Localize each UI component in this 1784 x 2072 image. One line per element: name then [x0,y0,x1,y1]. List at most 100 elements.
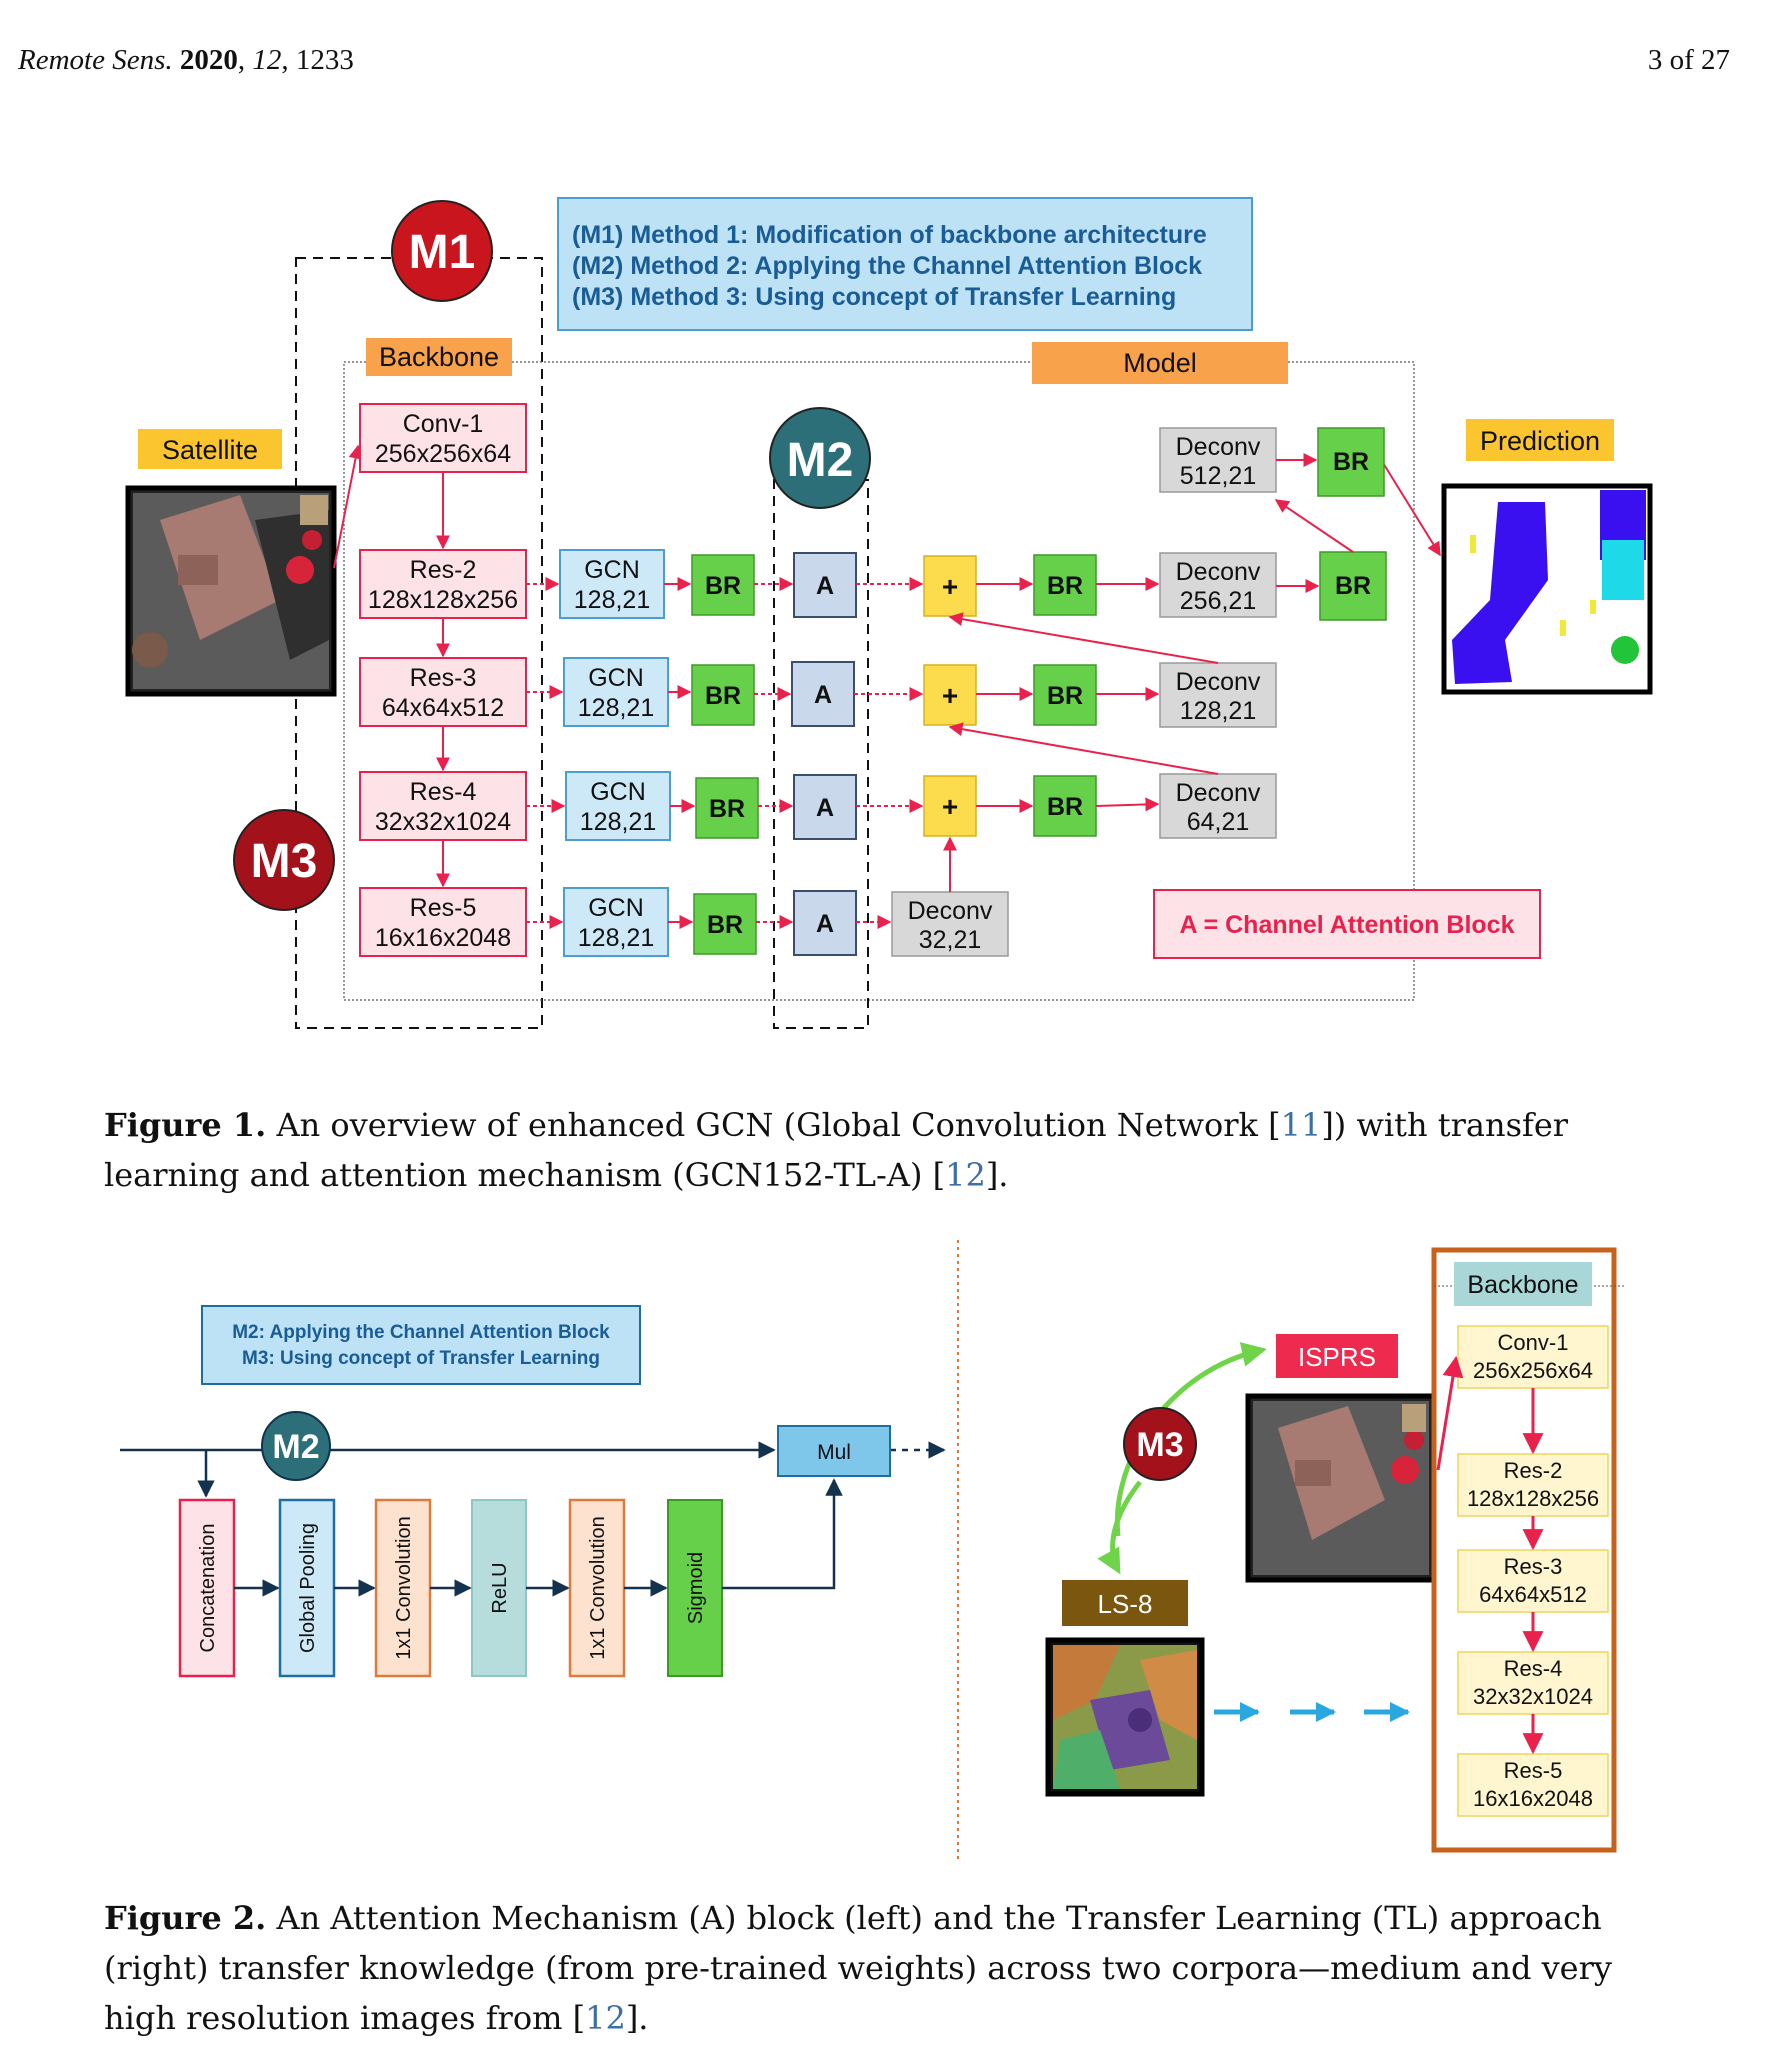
gcn-block-1: GCN 128,21 [559,549,665,619]
prediction-label-box [1466,419,1614,461]
step-relu-label: ReLU [489,1562,511,1613]
figure1-caption-ref-11[interactable]: 11 [1280,1106,1322,1144]
ls8-image [1045,1637,1205,1797]
figure2-m3-badge [1123,1407,1197,1481]
deconv-block-32-dims: 32,21 [919,926,982,954]
step-conv-2: 1x1 Convolution [568,1498,626,1678]
deconv-block-128-name: Deconv [1176,668,1261,696]
running-header-citation: Remote Sens. 2020, 12, 1233 [18,44,354,76]
backbone-block-conv1: Conv-1 256x256x64 [359,403,527,473]
backbone-block-res2: Res-2 128x128x256 [359,549,527,619]
figure1-caption-text-c: ]. [985,1156,1009,1194]
legend-m2: (M2) Method 2: Applying the Channel Atte… [572,252,1202,280]
gcn-block-4-name: GCN [588,894,644,922]
m3-badge [233,809,335,911]
backbone-block-res4-dims: 32x32x1024 [375,808,511,836]
figure2-backbone-res3-name: Res-3 [1504,1554,1563,1579]
gcn-block-3-dims: 128,21 [580,808,656,836]
backbone-block-res5-dims: 16x16x2048 [375,924,511,952]
br-block-sum2-label: BR [1047,682,1083,710]
m2-label: M2 [787,434,854,487]
isprs-image [1245,1393,1437,1583]
br-block-row4-label: BR [707,911,743,939]
figure2-m2-label: M2 [272,1428,319,1466]
model-region [343,361,1415,1001]
backbone-block-res5: Res-5 16x16x2048 [359,887,527,957]
sum-block-row1: + [923,555,977,617]
attention-block-row1: A [793,552,857,618]
figure2-caption-text-b: ]. [625,1999,649,2037]
gcn-block-1-name: GCN [584,556,640,584]
figure1-caption: Figure 1. An overview of enhanced GCN (G… [104,1100,1684,1200]
figure2-caption: Figure 2. An Attention Mechanism (A) blo… [104,1893,1684,2043]
br-block-row3-label: BR [709,795,745,823]
figure1-caption-ref-12[interactable]: 12 [945,1156,986,1194]
model-label: Model [1123,348,1197,378]
br-block-sum1-label: BR [1047,572,1083,600]
gcn-block-4-dims: 128,21 [578,924,654,952]
figure-1: (M1) Method 1: Modification of backbone … [125,197,1653,1029]
figure2-caption-ref-12[interactable]: 12 [585,1999,626,2037]
br-block-row2-label: BR [705,682,741,710]
step-concatenation-label: Concatenation [197,1524,219,1653]
sum-block-row2: + [923,664,977,726]
figure2-caption-label: Figure 2. [104,1899,267,1937]
prediction-label: Prediction [1480,426,1600,456]
step-concatenation: Concatenation [178,1498,236,1678]
figure2-backbone-res4-name: Res-4 [1504,1656,1563,1681]
br-block-row1-label: BR [705,572,741,600]
figure2-caption-text-a: An Attention Mechanism (A) block (left) … [104,1899,1612,2037]
m2-dashed-region [773,479,869,1029]
step-conv-1-label: 1x1 Convolution [393,1516,415,1659]
ls8-label-box [1062,1580,1188,1626]
figure2-backbone-label: Backbone [1467,1271,1578,1299]
sum-block-row1-label: + [942,571,958,602]
gcn-block-4: GCN 128,21 [563,887,669,957]
figure2-backbone-res2: Res-2 128x128x256 [1457,1453,1609,1517]
channel-attention-note: A = Channel Attention Block [1180,911,1515,939]
sum-block-row2-label: + [942,680,958,711]
deconv-block-512-name: Deconv [1176,433,1261,461]
gcn-block-2: GCN 128,21 [563,657,669,727]
deconv-block-512-dims: 512,21 [1180,462,1256,490]
attention-block-row3: A [793,774,857,840]
deconv-block-256-dims: 256,21 [1180,587,1256,615]
gcn-block-1-dims: 128,21 [574,586,650,614]
br-block-row2: BR [691,664,755,726]
br-block-sum2: BR [1033,664,1097,726]
figure2-backbone-res4-dims: 32x32x1024 [1473,1684,1593,1709]
step-global-pooling-label: Global Pooling [297,1523,319,1653]
figure2-legend-m2: M2: Applying the Channel Attention Block [232,1322,610,1343]
figure1-caption-text-b: ]) with transfer learning and attention … [104,1106,1569,1194]
gcn-block-2-dims: 128,21 [578,694,654,722]
attention-block-row3-label: A [816,794,834,822]
br-block-row4: BR [693,893,757,955]
figure2-m3-label: M3 [1136,1426,1183,1464]
figure1-caption-text-a: An overview of enhanced GCN (Global Conv… [276,1106,1281,1144]
mul-label: Mul [817,1441,851,1464]
m2-badge [769,407,871,509]
figure2-backbone-res2-name: Res-2 [1504,1458,1563,1483]
gcn-block-3-name: GCN [590,778,646,806]
step-conv-2-label: 1x1 Convolution [587,1516,609,1659]
mul-block [777,1425,891,1477]
journal-name: Remote Sens. [18,44,173,76]
backbone-block-res4-name: Res-4 [410,778,477,806]
br-block-top: BR [1317,427,1385,497]
attention-block-row2: A [791,661,855,727]
attention-block-row4: A [793,890,857,956]
legend-m1: (M1) Method 1: Modification of backbone … [572,221,1207,249]
backbone-block-conv1-name: Conv-1 [403,410,484,438]
article-number: 1233 [295,44,354,76]
step-sigmoid-label: Sigmoid [685,1552,707,1624]
backbone-label-box [366,338,512,376]
prediction-image [1441,483,1653,695]
gcn-block-3: GCN 128,21 [565,771,671,841]
deconv-block-256-name: Deconv [1176,558,1261,586]
figure2-backbone-res2-dims: 128x128x256 [1467,1486,1599,1511]
